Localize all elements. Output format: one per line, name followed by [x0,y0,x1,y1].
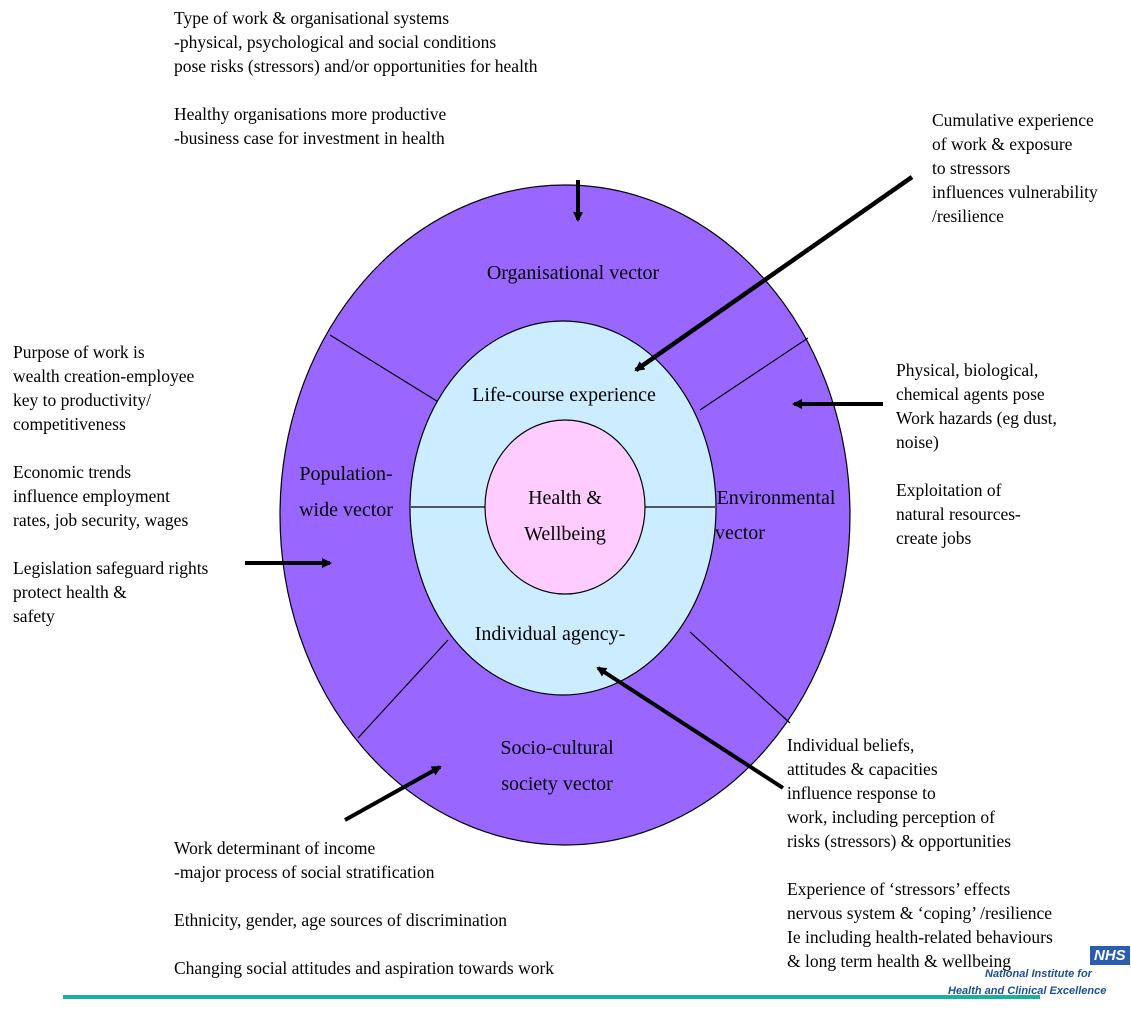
arrow-bottom-left [344,765,442,822]
annotation-bottom-right: Individual beliefs, attitudes & capaciti… [787,735,1053,971]
nhs-badge: NHS [1090,946,1130,965]
label-environmental-1: Environmental [717,487,836,509]
arrow-top-right [634,175,914,372]
divider-upper-right [699,337,809,411]
label-individual: Individual agency- [475,623,626,645]
divider-upper-left [329,334,441,404]
label-population-1: Population- [299,463,392,485]
label-center-1: Health & [528,487,602,509]
arrow-bottom-right [596,666,785,790]
label-lifecourse: Life-course experience [472,384,656,406]
label-sociocultural-1: Socio-cultural [500,737,614,759]
label-environmental-2: vector [715,522,765,544]
annotation-top-right: Cumulative experience of work & exposure… [932,110,1098,226]
annotation-top: Type of work & organisational systems -p… [174,8,538,148]
divider-lower-right [689,631,791,724]
divider-lower-left [357,639,449,739]
annotation-bottom-left: Work determinant of income -major proces… [174,838,555,978]
label-center-2: Wellbeing [524,523,606,545]
annotation-right: Physical, biological, chemical agents po… [896,360,1057,548]
label-sociocultural-2: society vector [501,773,613,795]
label-organisational: Organisational vector [487,262,660,284]
nice-line1: National Institute for [985,968,1092,980]
center-circle [484,419,646,595]
nice-line2: Health and Clinical Excellence [948,985,1107,997]
annotation-left: Purpose of work is wealth creation-emplo… [13,342,209,626]
label-population-2: wide vector [299,499,393,521]
